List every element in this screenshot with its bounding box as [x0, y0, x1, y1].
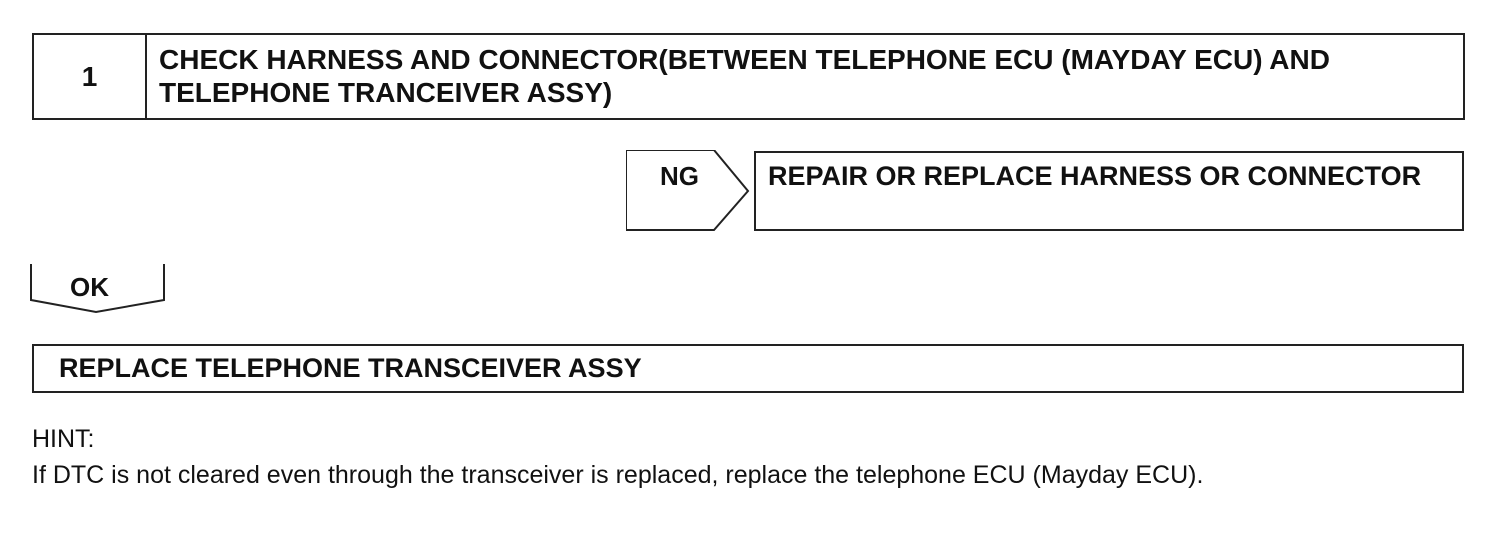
hint-label: HINT: — [32, 425, 95, 453]
ok-arrow-tab — [30, 264, 165, 314]
replace-transceiver-text: REPLACE TELEPHONE TRANSCEIVER ASSY — [59, 353, 642, 383]
replace-transceiver-box: REPLACE TELEPHONE TRANSCEIVER ASSY — [32, 344, 1464, 393]
step-title: CHECK HARNESS AND CONNECTOR(BETWEEN TELE… — [159, 44, 1330, 108]
ok-label: OK — [70, 272, 109, 302]
ng-result-text: REPAIR OR REPLACE HARNESS OR CONNECTOR — [768, 161, 1422, 191]
step-1-box: 1 CHECK HARNESS AND CONNECTOR(BETWEEN TE… — [32, 33, 1465, 120]
ng-result-box: REPAIR OR REPLACE HARNESS OR CONNECTOR — [754, 151, 1464, 231]
ng-arrow-tab — [626, 150, 750, 231]
ng-label: NG — [660, 161, 699, 191]
step-number: 1 — [34, 35, 147, 118]
hint-text: If DTC is not cleared even through the t… — [32, 461, 1204, 489]
